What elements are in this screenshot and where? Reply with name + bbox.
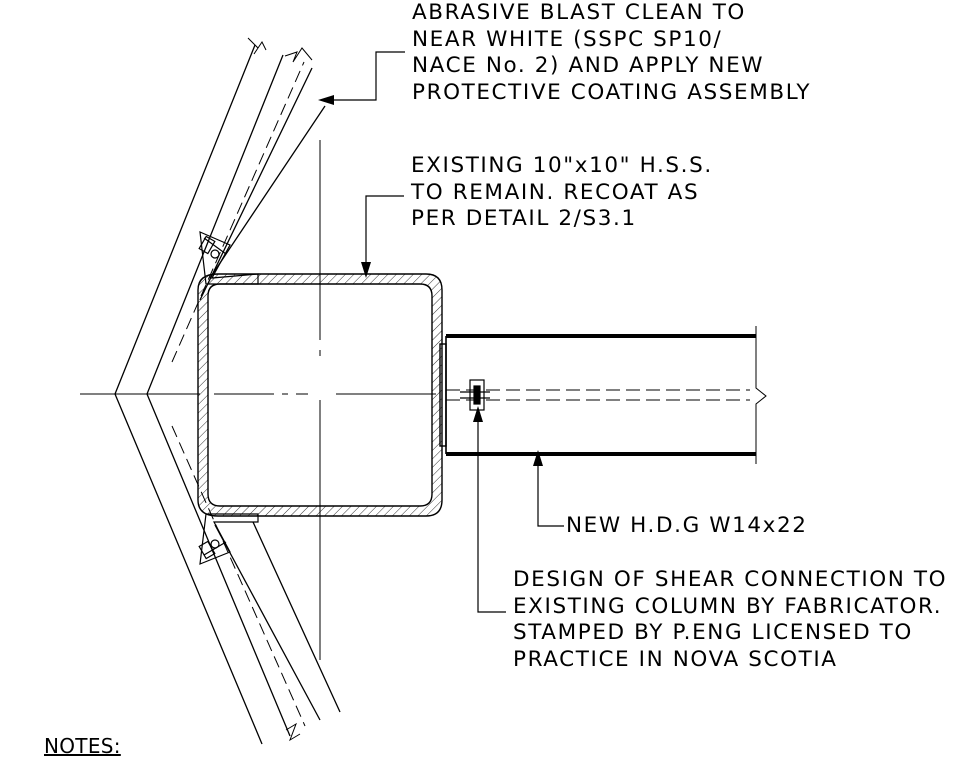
upper-existing-member	[114, 37, 326, 395]
note-blast-clean: ABRASIVE BLAST CLEAN TO NEAR WHITE (SSPC…	[412, 0, 811, 106]
leader-lines	[322, 51, 564, 613]
note-hss-line-2: TO REMAIN. RECOAT AS	[411, 179, 700, 205]
note-existing-hss: EXISTING 10"x10" H.S.S. TO REMAIN. RECOA…	[411, 153, 713, 233]
note-blast-line-3: NACE No. 2) AND APPLY NEW	[412, 53, 765, 79]
note-beam-line-1: NEW H.D.G W14x22	[566, 513, 808, 538]
new-beam-w14x22	[439, 326, 767, 464]
note-shear-line-2: EXISTING COLUMN BY FABRICATOR.	[513, 593, 943, 619]
note-shear-connection: DESIGN OF SHEAR CONNECTION TO EXISTING C…	[513, 567, 947, 673]
center-lines	[80, 140, 436, 660]
note-shear-line-1: DESIGN OF SHEAR CONNECTION TO	[513, 567, 948, 592]
notes-heading: NOTES:	[44, 734, 121, 758]
lower-clip-angle	[198, 513, 259, 565]
note-blast-line-1: ABRASIVE BLAST CLEAN TO	[412, 0, 746, 25]
note-shear-line-4: PRACTICE IN NOVA SCOTIA	[513, 646, 838, 672]
note-new-beam: NEW H.D.G W14x22	[566, 513, 808, 540]
shear-bolt	[460, 379, 490, 411]
lower-existing-member	[114, 393, 341, 745]
note-hss-line-3: PER DETAIL 2/S3.1	[411, 206, 637, 232]
note-blast-line-2: NEAR WHITE (SSPC SP10/	[412, 26, 723, 52]
hss-column	[197, 273, 443, 517]
leader-arrowheads	[318, 95, 543, 466]
note-hss-line-1: EXISTING 10"x10" H.S.S.	[411, 153, 713, 178]
note-blast-line-4: PROTECTIVE COATING ASSEMBLY	[412, 79, 812, 105]
note-shear-line-3: STAMPED BY P.ENG LICENSED TO	[513, 620, 913, 646]
